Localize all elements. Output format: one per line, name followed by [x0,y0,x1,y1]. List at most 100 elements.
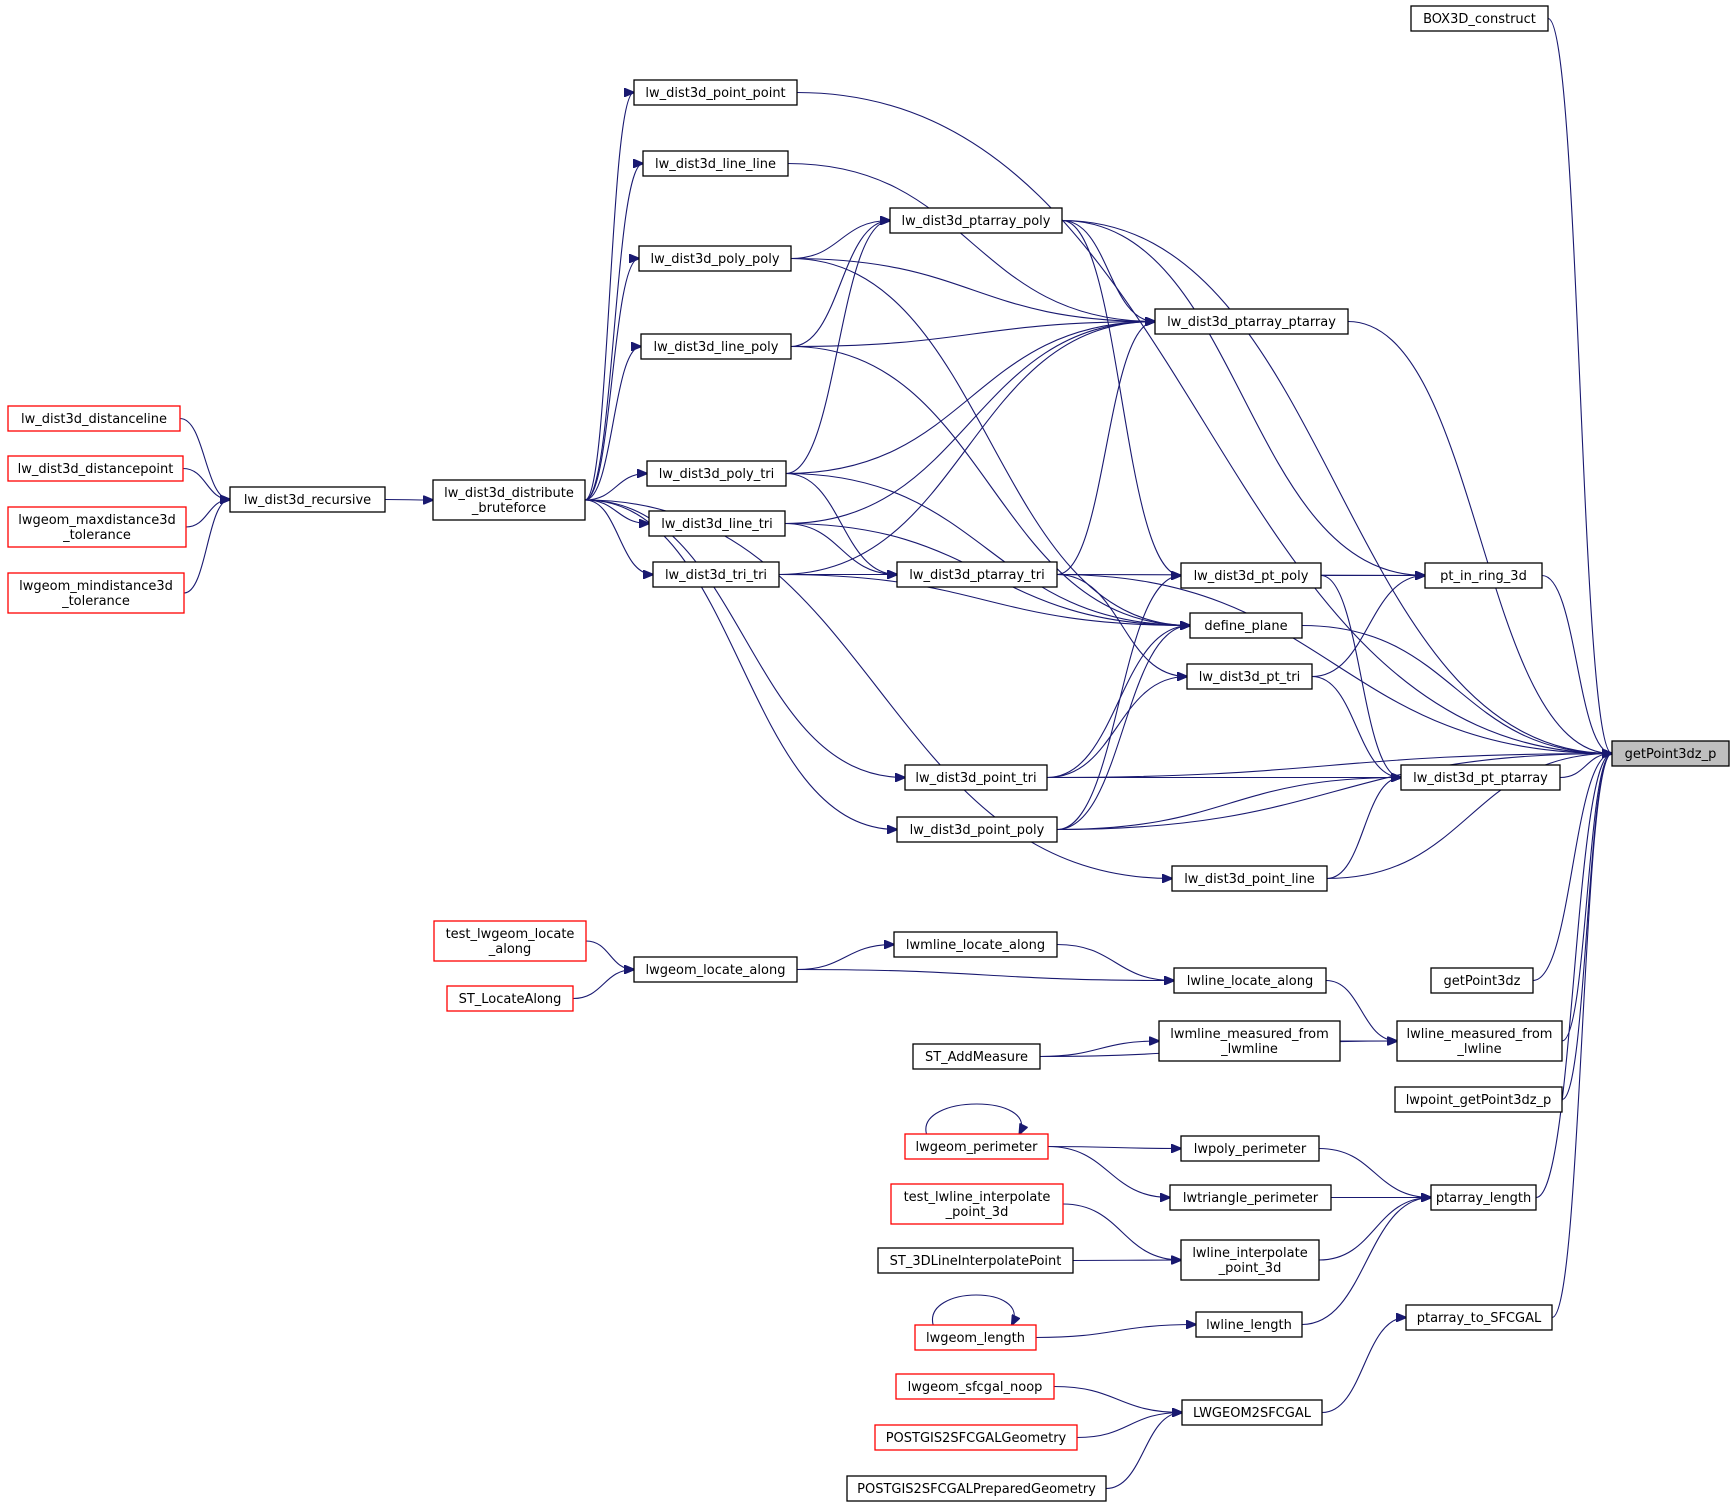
node-lwmline_measured_from_lwmline[interactable]: lwmline_measured_from_lwmline [1158,1020,1341,1062]
node-test_lwline_interpolate_point_3d[interactable]: test_lwline_interpolate_point_3d [890,1183,1064,1225]
edge-line [1061,219,1612,754]
node-POSTGIS2SFCGALGeometry[interactable]: POSTGIS2SFCGALGeometry [874,1424,1078,1451]
node-box [1171,865,1328,892]
node-lwgeom_mindistance3d_tolerance[interactable]: lwgeom_mindistance3d_tolerance [7,572,185,614]
node-lwline_interpolate_point_3d[interactable]: lwline_interpolate_point_3d [1180,1239,1320,1281]
node-label: _tolerance [61,594,130,609]
edge-line [1321,1318,1406,1414]
node-box [633,79,798,106]
edge-line [1535,754,1612,1199]
node-lwline_measured_from_lwline[interactable]: lwline_measured_from_lwline [1396,1020,1563,1062]
node-label: lwgeom_locate_along [646,963,786,978]
node-getPoint3dz[interactable]: getPoint3dz [1430,967,1534,994]
node-ptarray_length[interactable]: ptarray_length [1430,1184,1537,1211]
call-edge-lw_dist3d_recursive-to-lw_dist3d_distribute_bruteforce [384,500,433,501]
node-POSTGIS2SFCGALPreparedGeometry[interactable]: POSTGIS2SFCGALPreparedGeometry [846,1475,1107,1502]
call-edge-BOX3D_construct-to-getPoint3dz_p [1547,17,1612,754]
node-lw_dist3d_pt_poly[interactable]: lw_dist3d_pt_poly [1180,562,1322,589]
node-pt_in_ring_3d[interactable]: pt_in_ring_3d [1424,562,1543,589]
node-lw_dist3d_line_poly[interactable]: lw_dist3d_line_poly [640,333,792,360]
node-label: ST_AddMeasure [925,1050,1028,1065]
node-lw_dist3d_distribute_bruteforce[interactable]: lw_dist3d_distribute_bruteforce [432,479,586,521]
edge-line [1311,576,1425,678]
node-LWGEOM2SFCGAL[interactable]: LWGEOM2SFCGAL [1181,1399,1323,1426]
node-getPoint3dz_p[interactable]: getPoint3dz_p [1611,740,1730,767]
node-ST_AddMeasure[interactable]: ST_AddMeasure [912,1043,1041,1070]
edge-line [584,93,634,501]
node-lwline_locate_along[interactable]: lwline_locate_along [1173,967,1327,994]
call-edge-lwpoly_perimeter-to-ptarray_length [1318,1147,1431,1198]
edge-line [1326,778,1401,880]
edge-line [1056,626,1190,831]
edge-line [1053,1385,1182,1413]
edge-line [1072,1260,1181,1261]
node-lwgeom_maxdistance3d_tolerance[interactable]: lwgeom_maxdistance3d_tolerance [7,506,187,548]
node-lw_dist3d_point_poly[interactable]: lw_dist3d_point_poly [896,816,1058,843]
node-lwpoly_perimeter[interactable]: lwpoly_perimeter [1180,1135,1320,1162]
node-label: lwgeom_mindistance3d [19,579,173,594]
edge-line [784,322,1155,525]
call-edge-LWGEOM2SFCGAL-to-ptarray_to_SFCGAL [1321,1318,1406,1414]
node-label: _lwline [1456,1042,1501,1057]
node-label: lw_dist3d_pt_tri [1199,670,1300,685]
node-lwgeom_sfcgal_noop[interactable]: lwgeom_sfcgal_noop [895,1373,1055,1400]
call-edge-lw_dist3d_ptarray_tri-to-lw_dist3d_ptarray_ptarray [1056,322,1155,576]
node-lwgeom_length[interactable]: lwgeom_length [914,1324,1037,1351]
node-box [1189,612,1303,639]
call-edge-lw_dist3d_distribute_bruteforce-to-lw_dist3d_line_line [584,164,643,501]
node-box [1430,1184,1537,1211]
node-lw_dist3d_line_tri[interactable]: lw_dist3d_line_tri [648,510,786,537]
node-lwtriangle_perimeter[interactable]: lwtriangle_perimeter [1169,1184,1332,1211]
node-lw_dist3d_tri_tri[interactable]: lw_dist3d_tri_tri [652,561,780,588]
node-label: lw_dist3d_line_poly [654,340,779,355]
node-test_lwgeom_locate_along[interactable]: test_lwgeom_locate_along [433,920,587,962]
node-lw_dist3d_ptarray_tri[interactable]: lw_dist3d_ptarray_tri [896,561,1058,588]
node-lw_dist3d_point_line[interactable]: lw_dist3d_point_line [1171,865,1328,892]
node-ST_LocateAlong[interactable]: ST_LocateAlong [446,985,574,1012]
node-label: lwgeom_length [926,1331,1025,1346]
node-box [1424,562,1543,589]
call-edge-lw_dist3d_pt_tri-to-pt_in_ring_3d [1311,576,1425,678]
edge-line [796,945,894,971]
node-lw_dist3d_distanceline[interactable]: lw_dist3d_distanceline [7,405,181,432]
node-lwline_length[interactable]: lwline_length [1195,1311,1303,1338]
call-edge-lw_dist3d_poly_tri-to-define_plane [785,472,1190,626]
node-label: lw_dist3d_tri_tri [665,568,767,583]
node-lwmline_locate_along[interactable]: lwmline_locate_along [893,931,1058,958]
node-lw_dist3d_recursive[interactable]: lw_dist3d_recursive [229,486,386,513]
node-lw_dist3d_point_tri[interactable]: lw_dist3d_point_tri [904,764,1048,791]
node-lw_dist3d_ptarray_poly[interactable]: lw_dist3d_ptarray_poly [889,207,1063,234]
call-edge-lw_dist3d_tri_tri-to-lw_dist3d_ptarray_ptarray [778,322,1155,576]
node-lw_dist3d_pt_tri[interactable]: lw_dist3d_pt_tri [1186,663,1313,690]
node-ST_3DLineInterpolatePoint[interactable]: ST_3DLineInterpolatePoint [877,1247,1074,1274]
node-box [904,1133,1049,1160]
node-label: BOX3D_construct [1423,12,1536,27]
call-edge-lwmline_locate_along-to-lwline_locate_along [1056,943,1174,981]
node-lw_dist3d_distancepoint[interactable]: lw_dist3d_distancepoint [7,455,184,482]
node-lwgeom_locate_along[interactable]: lwgeom_locate_along [633,956,798,983]
node-label: lw_dist3d_line_tri [661,517,773,532]
edge-line [1532,754,1612,982]
edge-line [182,467,230,500]
node-ptarray_to_SFCGAL[interactable]: ptarray_to_SFCGAL [1405,1304,1553,1331]
node-lw_dist3d_ptarray_ptarray[interactable]: lw_dist3d_ptarray_ptarray [1154,308,1349,335]
node-lw_dist3d_poly_tri[interactable]: lw_dist3d_poly_tri [646,460,787,487]
node-label: lw_dist3d_point_point [645,86,785,101]
node-lw_dist3d_line_line[interactable]: lw_dist3d_line_line [642,150,789,177]
node-label: lwpoint_getPoint3dz_p [1406,1093,1552,1108]
node-lw_dist3d_pt_ptarray[interactable]: lw_dist3d_pt_ptarray [1400,764,1561,791]
edge-line [584,164,643,501]
node-box [1173,967,1327,994]
call-edge-lw_dist3d_poly_poly-to-lw_dist3d_ptarray_poly [790,221,890,260]
call-edge-lw_dist3d_poly_tri-to-lw_dist3d_ptarray_poly [785,221,890,475]
node-label: POSTGIS2SFCGALPreparedGeometry [857,1482,1096,1497]
node-lw_dist3d_poly_poly[interactable]: lw_dist3d_poly_poly [638,245,792,272]
node-lw_dist3d_point_point[interactable]: lw_dist3d_point_point [633,79,798,106]
call-edge-lw_dist3d_ptarray_poly-to-lw_dist3d_ptarray_ptarray [1061,219,1155,322]
node-lwgeom_perimeter[interactable]: lwgeom_perimeter [904,1133,1049,1160]
call-edge-lw_dist3d_distribute_bruteforce-to-lw_dist3d_point_tri [584,499,905,778]
node-define_plane[interactable]: define_plane [1189,612,1303,639]
node-lwpoint_getPoint3dz_p[interactable]: lwpoint_getPoint3dz_p [1394,1086,1563,1113]
node-BOX3D_construct[interactable]: BOX3D_construct [1410,5,1549,32]
node-label: _point_3d [945,1205,1009,1220]
